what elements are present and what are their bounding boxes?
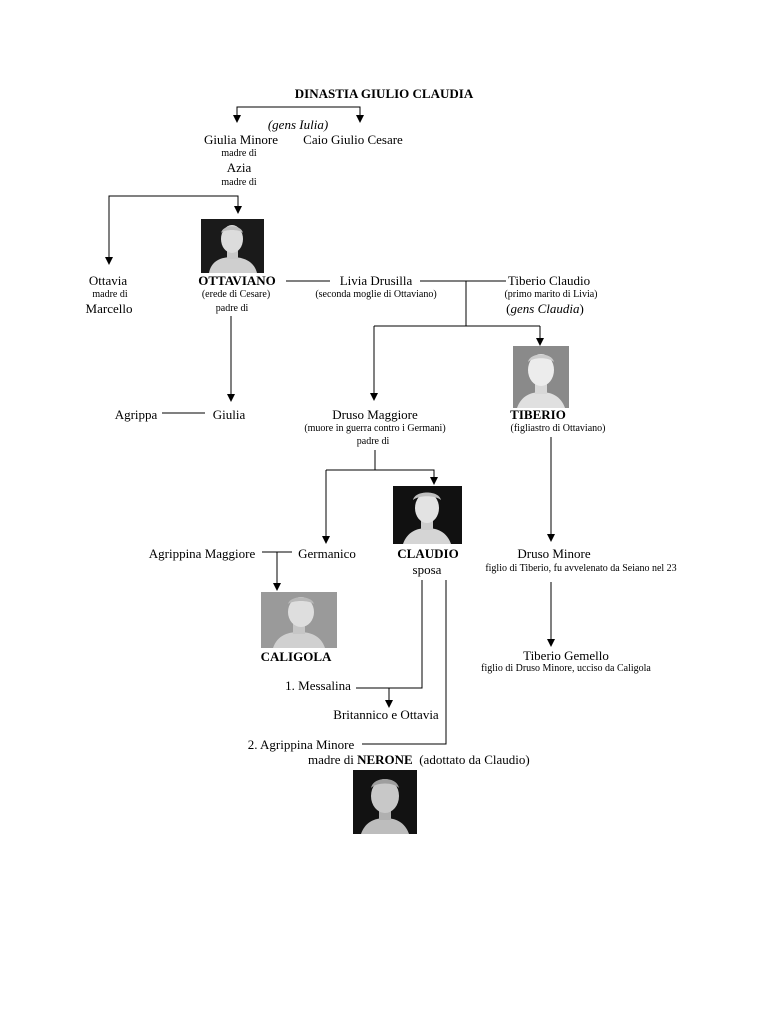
person-agrippina-maggiore: Agrippina Maggiore bbox=[148, 546, 256, 561]
bust-image bbox=[353, 770, 417, 834]
person-germanico: Germanico bbox=[298, 546, 356, 561]
relation-madre-di: madre di bbox=[308, 752, 354, 767]
person-agrippina-minore: 2. Agrippina Minore bbox=[247, 737, 355, 752]
person-claudio: CLAUDIO bbox=[397, 546, 459, 561]
bust-image bbox=[201, 219, 264, 273]
person-azia: Azia bbox=[226, 160, 252, 175]
person-giulia-minore: Giulia Minore bbox=[203, 132, 279, 147]
person-tiberio: TIBERIO bbox=[510, 407, 566, 422]
line-druso-fork bbox=[326, 469, 438, 485]
person-giulia: Giulia bbox=[212, 407, 246, 422]
portrait-claudio bbox=[393, 486, 462, 544]
person-ottaviano: OTTAVIANO bbox=[198, 273, 276, 288]
person-caligola: CALIGOLA bbox=[260, 649, 332, 664]
portrait-nerone bbox=[353, 770, 417, 834]
note-avvelenato-da-seiano: figlio di Tiberio, fu avvelenato da Seia… bbox=[485, 563, 677, 574]
person-livia-drusilla: Livia Drusilla bbox=[339, 273, 413, 288]
portrait-ottaviano bbox=[201, 219, 264, 273]
person-messalina: 1. Messalina bbox=[285, 678, 351, 693]
portrait-tiberio bbox=[513, 346, 569, 408]
person-marcello: Marcello bbox=[85, 301, 133, 316]
note-seconda-moglie: (seconda moglie di Ottaviano) bbox=[315, 289, 437, 300]
person-tiberio-gemello: Tiberio Gemello bbox=[523, 648, 609, 663]
note-primo-marito: (primo marito di Livia) bbox=[504, 289, 598, 300]
person-ottavia: Ottavia bbox=[88, 273, 128, 288]
bust-image bbox=[513, 346, 569, 408]
note-ucciso-da-caligola: figlio di Druso Minore, ucciso da Caligo… bbox=[481, 663, 651, 674]
note-figliastro: (figliastro di Ottaviano) bbox=[510, 423, 606, 434]
nerone-line: madre di NERONE (adottato da Claudio) bbox=[308, 753, 530, 766]
line-claudio-messalina bbox=[356, 580, 423, 689]
note-erede-di-cesare: (erede di Cesare) bbox=[201, 289, 271, 300]
note-adottato-da-claudio: (adottato da Claudio) bbox=[419, 752, 530, 767]
gens-claudia-label: (gens Claudia) bbox=[506, 301, 584, 316]
person-agrippa: Agrippa bbox=[114, 407, 158, 422]
person-druso-maggiore: Druso Maggiore bbox=[332, 407, 418, 422]
person-britannico-e-ottavia: Britannico e Ottavia bbox=[333, 707, 439, 722]
note-muore-in-guerra: (muore in guerra contro i Germani) bbox=[304, 423, 446, 434]
relation-madre-di: madre di bbox=[92, 289, 128, 300]
person-druso-minore: Druso Minore bbox=[517, 546, 591, 561]
portrait-caligola bbox=[261, 592, 337, 648]
bust-image bbox=[261, 592, 337, 648]
relation-madre-di: madre di bbox=[221, 177, 257, 188]
relation-padre-di: padre di bbox=[356, 436, 390, 447]
line-claudio-agrippina-minore bbox=[362, 580, 447, 745]
person-tiberio-claudio: Tiberio Claudio bbox=[507, 273, 591, 288]
person-caio-giulio-cesare: Caio Giulio Cesare bbox=[303, 132, 403, 147]
person-nerone: NERONE bbox=[357, 752, 413, 767]
bust-image bbox=[393, 486, 462, 544]
gens-iulia-label: (gens Iulia) bbox=[267, 117, 329, 132]
page-title: DINASTIA GIULIO CLAUDIA bbox=[294, 86, 474, 101]
relation-madre-di: madre di bbox=[221, 148, 257, 159]
relation-sposa: sposa bbox=[412, 562, 442, 577]
relation-padre-di: padre di bbox=[215, 303, 249, 314]
